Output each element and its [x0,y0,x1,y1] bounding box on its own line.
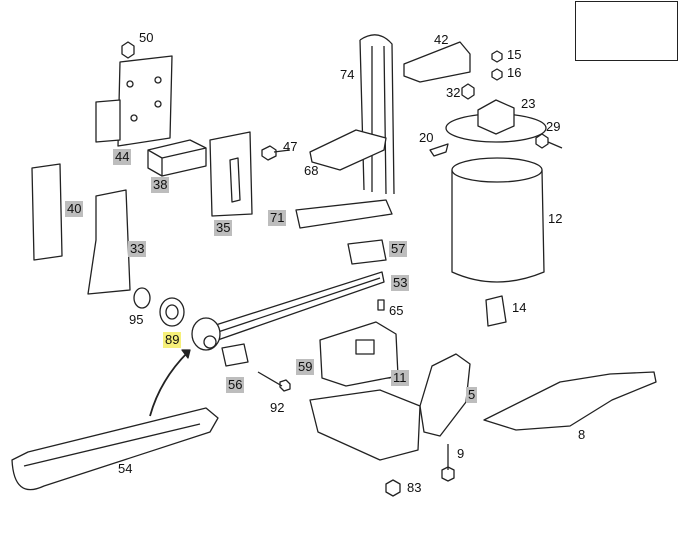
bracket-44-shape [117,55,173,147]
bump-stop-14-shape [485,295,507,327]
label-part-40[interactable]: 40 [65,201,84,217]
block-57-shape [347,239,387,265]
label-part-54[interactable]: 54 [118,461,133,476]
hanger-5-shape [419,353,471,437]
bracket-42-shape [403,41,471,83]
label-part-71[interactable]: 71 [268,210,287,226]
strap-54-shape [11,407,219,491]
plate-71-shape [295,199,393,229]
plate-68-shape [309,129,387,171]
label-part-74[interactable]: 74 [340,67,355,82]
label-part-59[interactable]: 59 [296,359,315,375]
label-part-44[interactable]: 44 [113,149,132,165]
label-part-35[interactable]: 35 [214,220,233,236]
label-part-50[interactable]: 50 [139,30,154,45]
equalizer-8-shape [483,371,657,431]
label-part-57[interactable]: 57 [389,241,408,257]
label-part-53[interactable]: 53 [391,275,410,291]
arrow-54-to-89 [149,351,189,417]
block-38-shape [147,139,207,177]
label-part-32[interactable]: 32 [446,85,461,100]
label-part-8[interactable]: 8 [578,427,586,442]
bolt-47-shape [261,145,291,161]
nut-50-shape [121,41,135,59]
label-part-14[interactable]: 14 [512,300,527,315]
label-part-20[interactable]: 20 [419,130,434,145]
label-part-12[interactable]: 12 [548,211,563,226]
plate-40-shape [31,163,63,261]
label-part-42[interactable]: 42 [434,32,449,47]
label-part-29[interactable]: 29 [546,119,561,134]
label-part-16[interactable]: 16 [507,65,522,80]
label-part-65[interactable]: 65 [389,303,404,318]
ubolt-74-shape [359,34,395,195]
vehicle-inset-frame [575,1,678,61]
label-part-83[interactable]: 83 [407,480,422,495]
label-part-56[interactable]: 56 [226,377,245,393]
label-part-9[interactable]: 9 [457,446,465,461]
label-part-5[interactable]: 5 [466,387,478,403]
label-part-47[interactable]: 47 [283,139,298,154]
label-part-89[interactable]: 89 [163,332,182,348]
label-part-11[interactable]: 11 [391,370,409,386]
label-part-95[interactable]: 95 [129,312,144,327]
label-part-38[interactable]: 38 [151,177,170,193]
label-part-15[interactable]: 15 [507,47,522,62]
bushing-56-shape [221,343,249,367]
label-part-23[interactable]: 23 [521,96,536,111]
label-part-33[interactable]: 33 [128,241,147,257]
label-part-92[interactable]: 92 [270,400,285,415]
label-part-68[interactable]: 68 [304,163,319,178]
bushing-89-shape [159,297,185,327]
bracket-33-shape [87,189,131,295]
